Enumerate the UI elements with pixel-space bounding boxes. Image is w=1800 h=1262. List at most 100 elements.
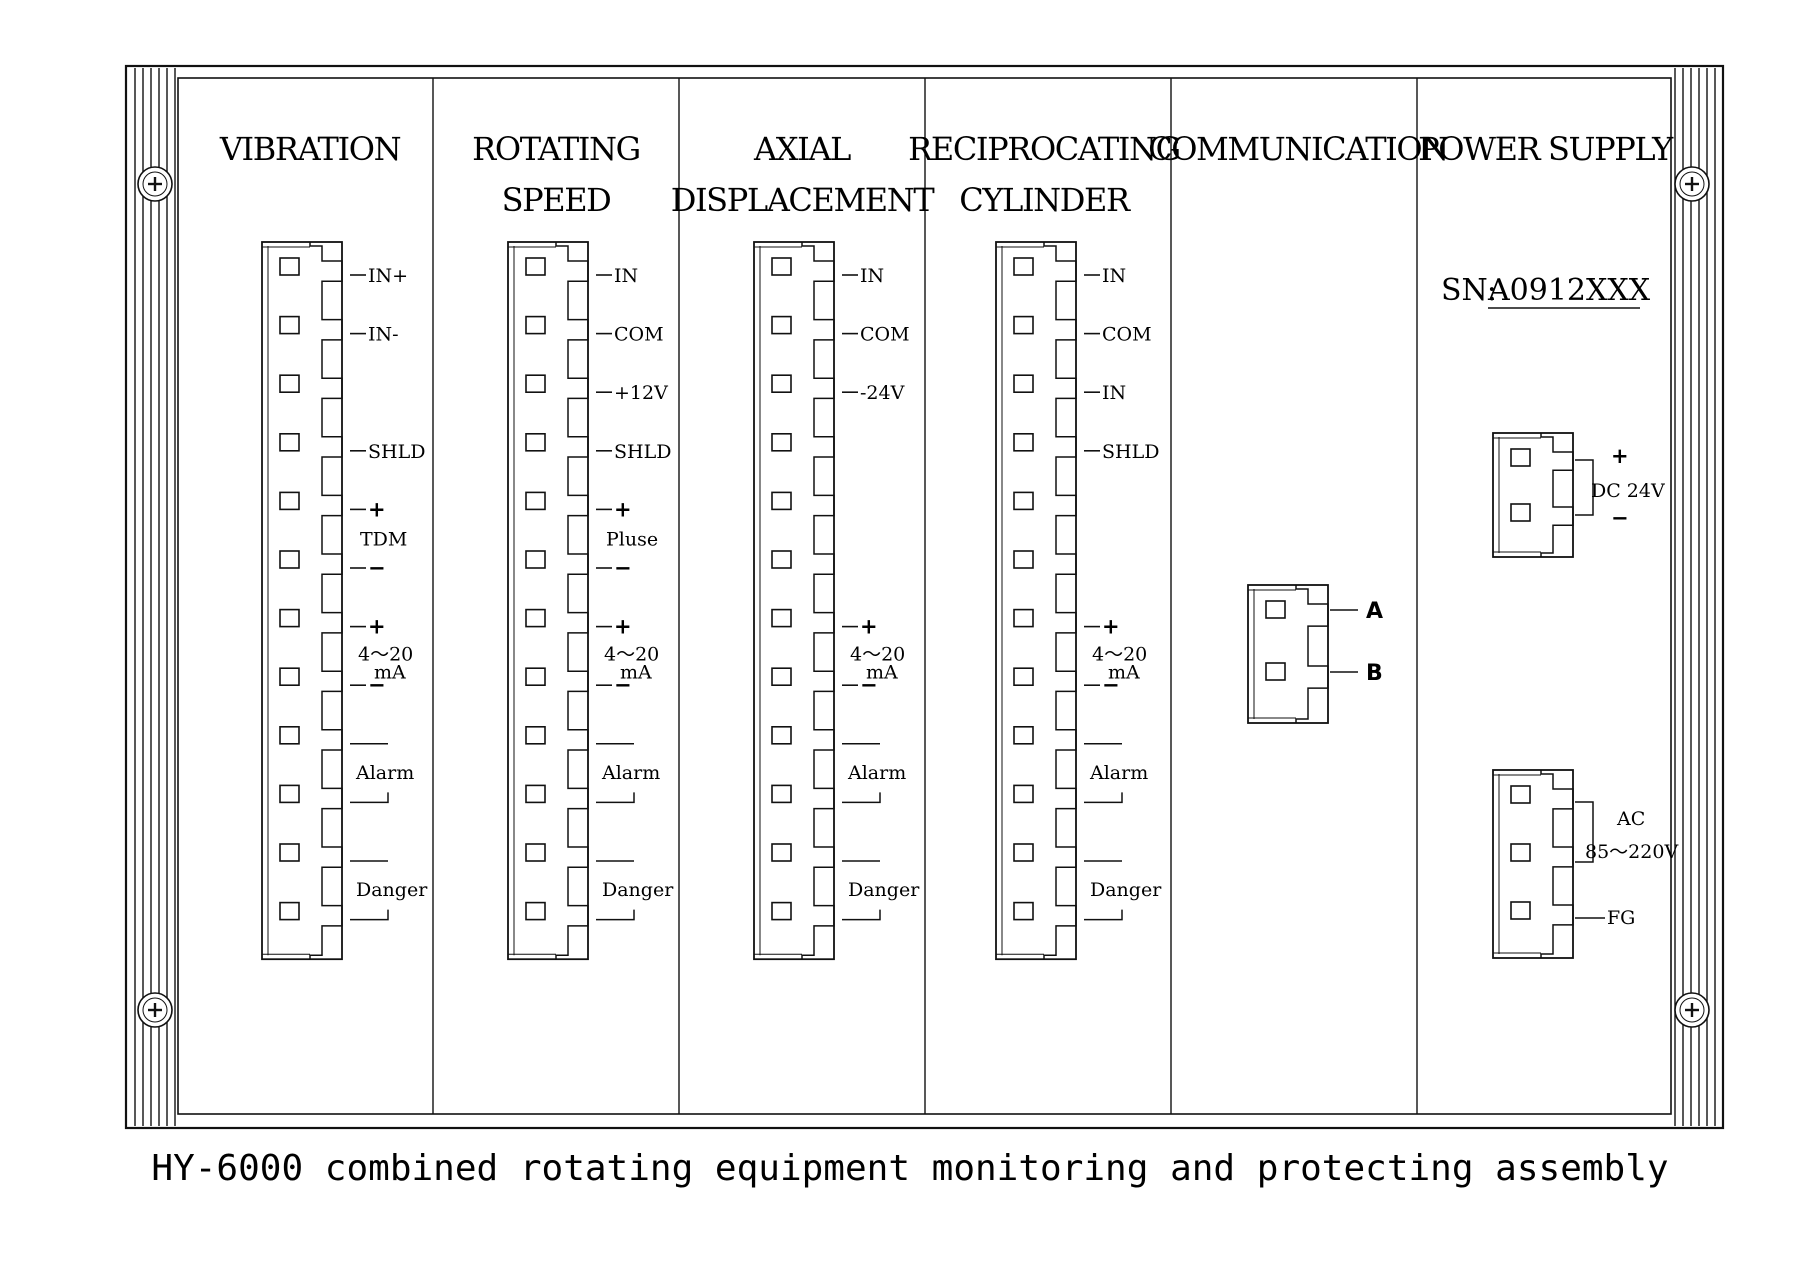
terminal-block-12 xyxy=(261,241,343,961)
alarm-relay-label-bracket xyxy=(350,743,389,804)
section-vibration: VIBRATIONIN+IN-SHLD++−TDM−4～20mAAlarmDan… xyxy=(219,130,428,961)
pin-label: IN- xyxy=(368,324,399,346)
alarm-relay-label: Alarm xyxy=(601,762,660,784)
terminal-block-12 xyxy=(995,241,1077,961)
relay-bracket-wires xyxy=(596,860,635,921)
alarm-relay-label: Alarm xyxy=(847,762,906,784)
danger-relay-label: Danger xyxy=(356,879,428,901)
terminal-screw-hole xyxy=(1510,785,1531,804)
terminal-screw-hole xyxy=(1013,725,1034,745)
terminal-screw-hole xyxy=(279,901,300,921)
terminal-screw-hole xyxy=(279,257,300,276)
section-communication: COMMUNICATION A B xyxy=(1148,130,1450,724)
terminal-screw-hole xyxy=(1265,662,1286,681)
terminal-screw-hole xyxy=(1013,784,1034,804)
section-heading-line: COMMUNICATION xyxy=(1148,130,1448,168)
alarm-relay-label: Alarm xyxy=(1089,762,1148,784)
terminal-screw-hole xyxy=(771,725,792,745)
pin-minus-sign: − xyxy=(614,556,632,580)
mounting-screw-icon xyxy=(1674,992,1710,1028)
terminal-screw-hole xyxy=(279,843,300,862)
screw-rim xyxy=(142,171,168,197)
terminal-screw-hole xyxy=(525,667,546,687)
section-heading: VIBRATION xyxy=(219,130,402,168)
terminal-screw-hole xyxy=(771,667,792,687)
pin-label: SHLD xyxy=(368,441,425,463)
pin-label: COM xyxy=(614,324,664,346)
terminal-screw-hole xyxy=(279,608,300,628)
pin-label: IN xyxy=(860,265,884,287)
pin-label: +12V xyxy=(614,382,668,404)
terminal-body xyxy=(753,241,835,961)
section-reciprocating-cylinder: RECIPROCATINGCYLINDERINCOMINSHLD+−4～20mA… xyxy=(908,130,1181,961)
terminal-screw-hole xyxy=(525,550,546,569)
mounting-screw-icon xyxy=(137,992,173,1028)
terminal-block-12 xyxy=(753,241,835,961)
section-rotating-speed: ROTATINGSPEEDINCOM+12VSHLD++−Pluse−4～20m… xyxy=(472,130,674,961)
terminal-screw-hole xyxy=(525,491,546,511)
terminal-screw-hole xyxy=(1013,550,1034,569)
danger-relay-label-bracket xyxy=(842,860,881,921)
terminal-screw-hole xyxy=(525,432,546,452)
pin-minus-sign: − xyxy=(614,673,632,697)
dc-plus-sign: + xyxy=(1611,444,1629,468)
pin-plus-sign: + xyxy=(860,615,878,639)
terminal-screw-hole xyxy=(279,784,300,804)
relay-bracket-wires xyxy=(1084,860,1123,921)
terminal-screw-hole xyxy=(771,784,792,804)
terminal-screw-hole xyxy=(279,667,300,687)
terminal-block-12 xyxy=(507,241,589,961)
section-heading-line: VIBRATION xyxy=(219,130,401,168)
mounting-screw-icon xyxy=(1674,166,1710,202)
danger-relay-label-bracket xyxy=(1084,860,1123,921)
section-heading: POWER SUPPLY xyxy=(1418,130,1675,168)
pin-label: -24V xyxy=(860,382,905,404)
current-range-label: 4～20 xyxy=(1092,644,1147,666)
terminal-screw-hole xyxy=(1510,843,1531,862)
terminal-screw-hole xyxy=(1510,901,1531,920)
terminal-screw-hole xyxy=(771,491,792,511)
signal-label: TDM xyxy=(360,528,407,550)
relay-bracket-wires xyxy=(350,743,389,804)
pin-label: IN xyxy=(1102,382,1126,404)
comm-pin-label: B xyxy=(1366,661,1383,686)
terminal-comb-edge xyxy=(1540,433,1574,557)
ac-supply-wire xyxy=(1575,801,1594,863)
terminal-screw-hole xyxy=(1013,432,1034,452)
alarm-relay-label: Alarm xyxy=(355,762,414,784)
section-heading-line: RECIPROCATING xyxy=(908,130,1180,168)
enclosure-frame xyxy=(124,64,1725,1130)
terminal-screw-hole xyxy=(1013,608,1034,628)
relay-bracket-wires xyxy=(1084,743,1123,804)
serial-number-value: A0912XXX xyxy=(1487,273,1651,308)
terminal-body xyxy=(1247,584,1329,724)
section-heading-line: POWER SUPPLY xyxy=(1418,130,1674,168)
terminal-screw-hole xyxy=(771,901,792,921)
danger-relay-label: Danger xyxy=(848,879,920,901)
terminal-comb-edge xyxy=(309,242,343,960)
terminal-screw-hole xyxy=(525,901,546,921)
relay-bracket-wires xyxy=(842,743,881,804)
terminal-screw-hole xyxy=(771,432,792,452)
terminal-screw-hole xyxy=(525,784,546,804)
terminal-screw-hole xyxy=(525,257,546,276)
terminal-block-2 xyxy=(1247,584,1329,724)
terminal-comb-edge xyxy=(1043,242,1077,960)
comm-pin-label: A xyxy=(1366,599,1383,624)
pin-label: IN xyxy=(1102,265,1126,287)
terminal-comb-edge xyxy=(801,242,835,960)
pin-label: COM xyxy=(1102,324,1152,346)
section-heading-line: CYLINDER xyxy=(959,181,1131,219)
terminal-body xyxy=(261,241,343,961)
current-range-label: 4～20 xyxy=(850,644,905,666)
terminal-screw-hole xyxy=(525,608,546,628)
terminal-sections: VIBRATIONIN+IN-SHLD++−TDM−4～20mAAlarmDan… xyxy=(219,130,1678,961)
pin-label: SHLD xyxy=(1102,441,1159,463)
terminal-body xyxy=(995,241,1077,961)
ac-voltage-label: 85～220V xyxy=(1585,841,1678,863)
current-unit-label: mA xyxy=(1108,662,1140,684)
terminal-screw-hole xyxy=(525,725,546,745)
section-heading-line: AXIAL xyxy=(753,130,851,168)
